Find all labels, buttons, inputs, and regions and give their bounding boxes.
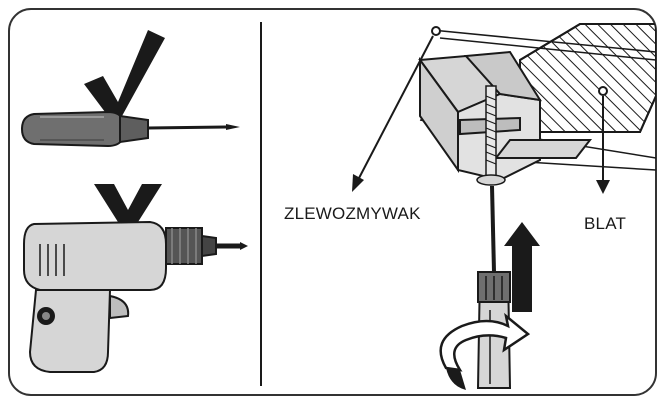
countertop-label: BLAT — [584, 214, 627, 233]
sink-mounting-clip — [418, 50, 593, 182]
sink-label: ZLEWOZMYWAK — [284, 204, 421, 223]
power-drill-icon — [23, 220, 248, 373]
checkmark-icon — [84, 30, 165, 116]
rotate-clockwise-icon — [439, 312, 531, 390]
mounting-screw — [476, 85, 506, 186]
sink-leader-line — [352, 26, 441, 192]
arrow-up-icon — [504, 222, 540, 312]
countertop-leader-line — [596, 86, 610, 194]
screwdriver-icon — [20, 110, 240, 148]
